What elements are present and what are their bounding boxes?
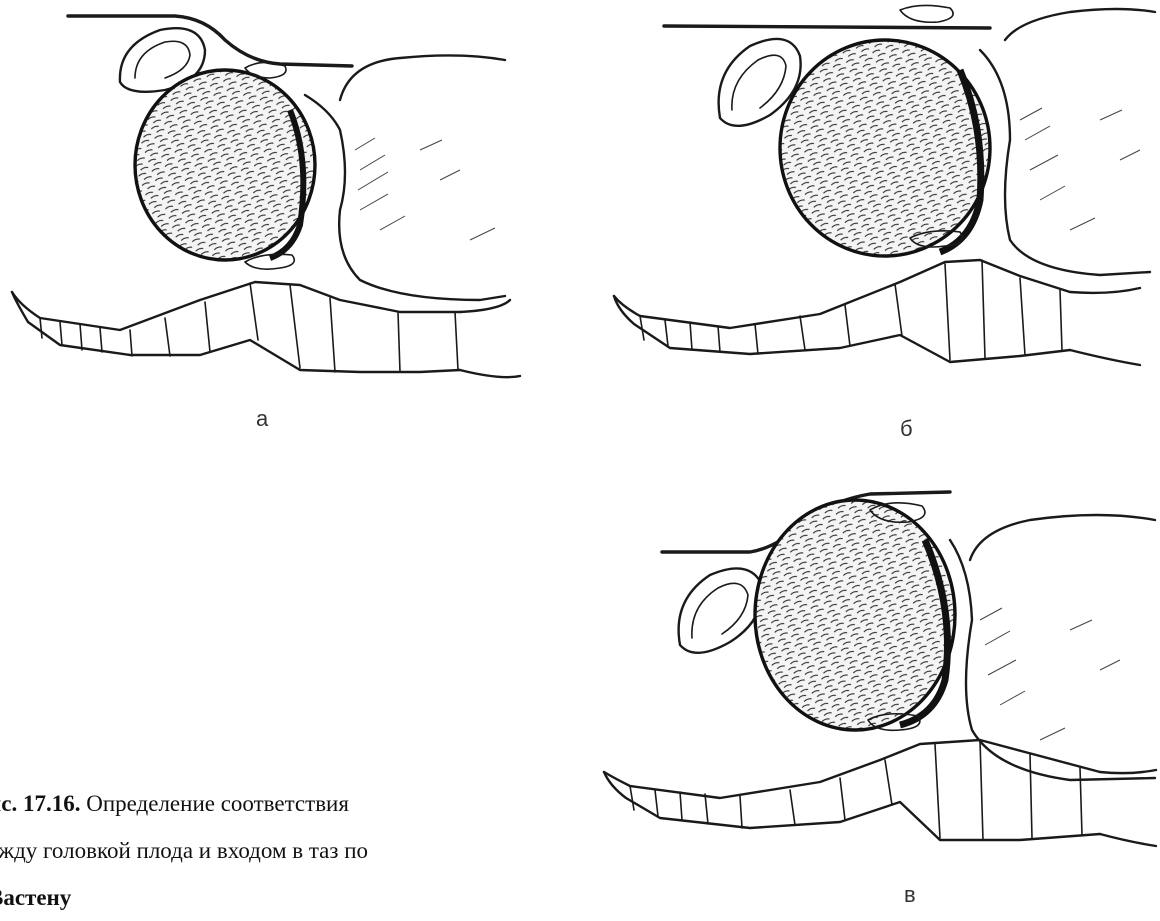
panel-label-v: в: [904, 882, 916, 908]
figure-panel-b: [600, 0, 1160, 400]
fetal-back-outline: [970, 515, 1155, 560]
symphysis-shape: [679, 568, 763, 652]
caption-line-3: Вастену: [0, 874, 548, 921]
fetal-head: [755, 500, 955, 730]
figure-panel-a: [0, 0, 560, 400]
panel-label-a: а: [256, 406, 268, 432]
figure-caption: ис. 17.16. Определение соответствия ежду…: [0, 780, 548, 921]
trunk-hatching: [1020, 108, 1140, 230]
caption-line-2: ежду головкой плода и входом в таз по: [0, 827, 548, 874]
panel-b-illustration: [600, 0, 1160, 400]
caption-line-1: ис. 17.16. Определение соответствия: [0, 780, 548, 827]
figure-number: ис. 17.16.: [0, 791, 80, 816]
abdominal-wall-line: [664, 26, 990, 28]
sacrum-spine: [604, 740, 1156, 846]
figure-panel-v: [600, 480, 1160, 900]
fetal-head: [135, 70, 315, 260]
fetal-back-outline: [340, 55, 505, 100]
sacrum-spine: [12, 282, 520, 377]
panel-a-illustration: [0, 0, 560, 400]
fetal-back-outline: [1005, 9, 1155, 40]
sacrum-spine: [614, 260, 1140, 365]
abdominal-wall-line: [68, 16, 352, 66]
fetal-trunk-outline: [980, 50, 1150, 275]
caption-text-1: Определение соответствия: [86, 791, 349, 816]
trunk-hatching: [980, 608, 1120, 740]
panel-label-b: б: [900, 416, 913, 442]
fetal-trunk-outline: [305, 95, 505, 300]
panel-v-illustration: [600, 480, 1160, 900]
cord-top: [900, 5, 953, 22]
trunk-hatching: [355, 138, 495, 240]
